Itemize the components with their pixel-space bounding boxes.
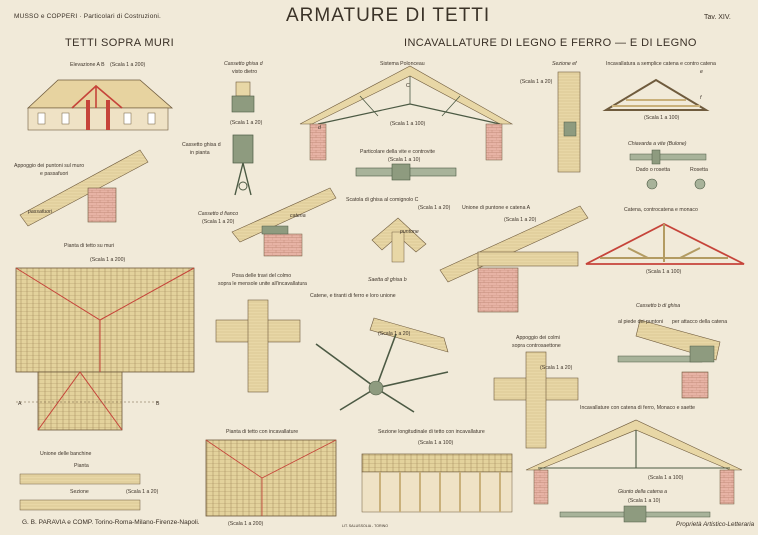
label-visto-dietro: visto dietro <box>232 69 258 75</box>
label-incav-ferro: Incavallature con catena di ferro, Monac… <box>580 405 696 411</box>
label-scale-banchine: (Scala 1 a 20) <box>126 489 159 495</box>
label-scale-pianta-incav: (Scala 1 a 200) <box>228 521 264 527</box>
marker-a: A <box>18 401 22 407</box>
label-rosetta: Rosetta <box>690 167 708 173</box>
label-sezione-long: Sezione longitudinale di tetto con incav… <box>378 429 485 435</box>
printer-footer: LIT. SALUSSOLIA - TORINO <box>342 524 389 528</box>
label-appoggio-colmi-2: sopra controsaettone <box>512 343 561 349</box>
tie-truss-drawing <box>585 222 745 265</box>
label-cassetto-fianco: Cassetto d fianco <box>198 211 239 217</box>
label-posa-1: Posa delle travi del colmo <box>232 273 292 279</box>
label-scale-pianta: (Scala 1 a 200) <box>90 257 126 263</box>
label-scale-catene: (Scala 1 a 20) <box>378 331 411 337</box>
label-dado: Dado o rosetta <box>636 167 671 173</box>
label-scale-colmi: (Scala 1 a 20) <box>540 365 573 371</box>
label-cassetto-ghisa: Cassetto ghisa d <box>224 61 263 67</box>
label-piede-1: al piede dei puntoni <box>618 319 663 325</box>
label-catene-tiranti: Catene, e tiranti di ferro e loro unione <box>310 293 396 299</box>
label-scale-fianco: (Scala 1 a 20) <box>202 219 235 225</box>
label-scale-giunto: (Scala 1 a 10) <box>628 498 661 504</box>
publisher-footer: G. B. PARAVIA e COMP. Torino-Roma-Milano… <box>22 519 200 526</box>
cast-iron-brace-drawing <box>315 317 449 413</box>
side-box-drawing <box>231 187 337 257</box>
cast-iron-foot-box <box>617 319 721 399</box>
label-catena: catena <box>290 213 306 219</box>
label-saetta: Saetta di ghisa b <box>368 277 407 283</box>
rights-footer: Proprietà Artistico-Letteraria <box>676 521 755 528</box>
label-pianta-tetto: Pianta di tetto su muri <box>64 243 115 249</box>
ridge-beam-drawing <box>215 299 301 393</box>
section-title-right: INCAVALLATURE DI LEGNO E FERRO — E DI LE… <box>404 37 697 49</box>
section-ef-drawing <box>557 71 581 173</box>
ridge-support-drawing <box>493 351 579 449</box>
label-cassetto-pianta-2: in pianta <box>190 150 210 156</box>
ridge-box-drawing <box>371 217 427 263</box>
plate-title: ARMATURE DI TETTI <box>286 5 491 26</box>
label-scale-sezione-long: (Scala 1 a 100) <box>418 440 454 446</box>
label-scale-semplice: (Scala 1 a 100) <box>644 115 680 121</box>
publisher-header: MUSSO e COPPERI · Particolari di Costruz… <box>14 13 161 20</box>
label-pianta-incav: Pianta di tetto con incavallature <box>226 429 299 435</box>
cast-iron-box-back <box>231 81 255 113</box>
label-elevazione: Elevazione A B <box>70 62 105 68</box>
cast-iron-box-plan <box>232 134 254 196</box>
screw-detail <box>355 163 457 181</box>
longitudinal-section <box>361 453 513 513</box>
label-piede-2: per attacco della catena <box>672 319 728 325</box>
label-cassetto-b: Cassetto b di ghisa <box>636 303 681 309</box>
truss-roof-plan <box>205 439 337 517</box>
label-sistema: Sistema Polonceau <box>380 61 425 67</box>
label-catena-contro: Catena, controcatena e monaco <box>624 207 698 213</box>
marker-d: d <box>318 125 321 131</box>
label-vite: Particolare della vite e controvite <box>360 149 435 155</box>
label-scale-sistema: (Scala 1 a 100) <box>390 121 426 127</box>
label-scale-vite: (Scala 1 a 10) <box>388 157 421 163</box>
label-scale-ferro: (Scala 1 a 100) <box>648 475 684 481</box>
label-appoggio-1: Appoggio dei puntoni sul muro <box>14 163 85 169</box>
label-chiavarda: Chiavarda a vite (Bulone) <box>628 141 687 147</box>
label-passafuori: passafuori <box>28 209 52 215</box>
label-scale-sezione: (Scala 1 a 20) <box>520 79 553 85</box>
label-scatola: Scatola di ghisa al comignolo C <box>346 197 419 203</box>
label-appoggio-2: e passafuori <box>40 171 69 177</box>
label-posa-2: sopra le mensole unite all'incavallatura <box>218 281 307 287</box>
roof-plan-drawing <box>15 267 195 431</box>
marker-c: C <box>406 83 410 89</box>
label-appoggio-colmi-1: Appoggio dei colmi <box>516 335 560 341</box>
iron-tie-truss <box>525 419 743 505</box>
marker-e: e <box>700 69 703 75</box>
tie-joint-drawing <box>559 505 711 523</box>
plate-number: Tav. XIV. <box>704 14 731 21</box>
marker-f: f <box>700 95 702 101</box>
label-cassetto-pianta-1: Cassetto ghisa d <box>182 142 221 148</box>
label-scale-cassetto: (Scala 1 a 20) <box>230 120 263 126</box>
plate-joint-drawing <box>19 473 141 511</box>
label-scale-unione: (Scala 1 a 20) <box>504 217 537 223</box>
label-scale-elevazione: (Scala 1 a 200) <box>110 62 146 68</box>
label-puntone: puntone <box>400 229 419 235</box>
polonceau-truss <box>299 65 514 161</box>
label-giunto: Giunto della catena a <box>618 489 668 495</box>
section-title-left: TETTI SOPRA MURI <box>65 37 175 49</box>
rafter-tie-joint <box>439 205 589 313</box>
label-sezione: Sezione <box>70 489 89 495</box>
rafter-support-drawing <box>19 149 149 227</box>
label-scale-scatola: (Scala 1 a 20) <box>418 205 451 211</box>
label-unione-puntone: Unione di puntone e catena A <box>462 205 531 211</box>
simple-truss-drawing <box>602 78 710 111</box>
marker-b: B <box>156 401 160 407</box>
label-scale-catena: (Scala 1 a 100) <box>646 269 682 275</box>
bolt-drawing <box>629 149 707 190</box>
label-sezione-ef: Sezione ef <box>552 61 577 67</box>
label-pianta: Pianta <box>74 463 89 469</box>
elevation-drawing <box>26 79 174 131</box>
label-unione-banchine: Unione delle banchine <box>40 451 92 457</box>
label-incav-semplice: Incavallatura a semplice catena e contro… <box>606 61 716 67</box>
